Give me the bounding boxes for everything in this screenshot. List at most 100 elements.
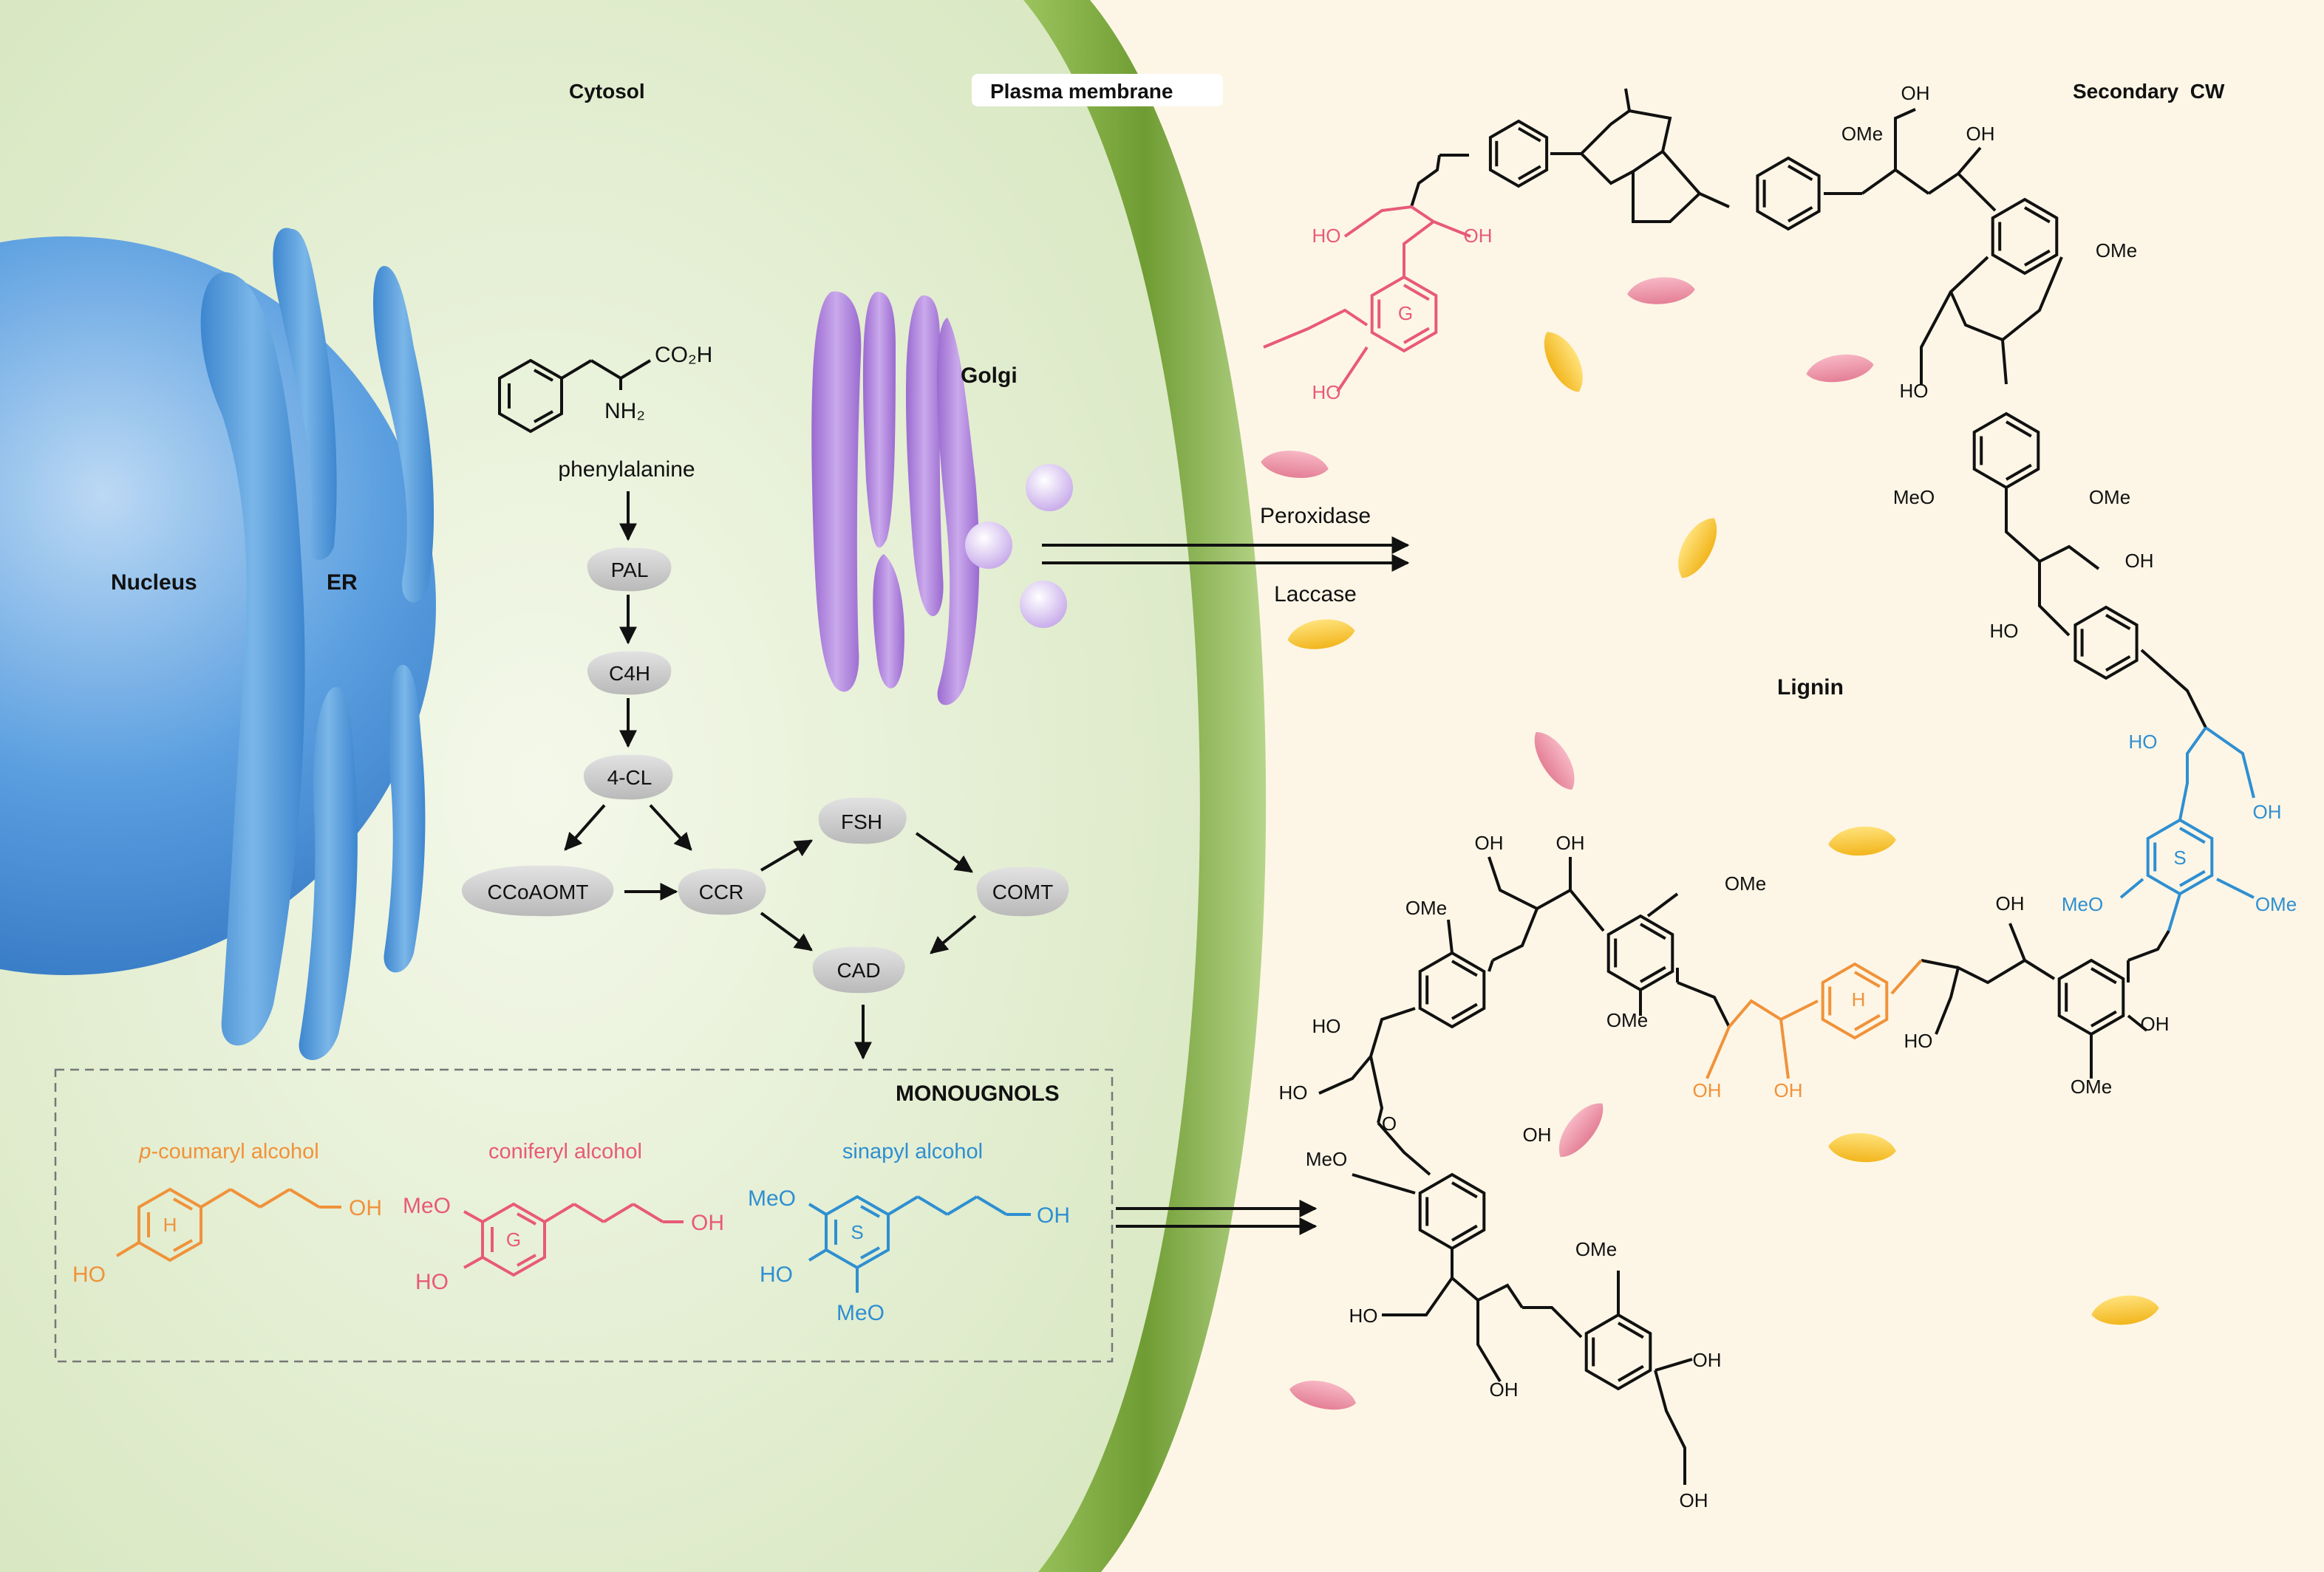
- bond: [1677, 981, 1731, 1028]
- h-ring: [1821, 962, 1889, 1040]
- double-bond: [1451, 1002, 1478, 1020]
- benzene-ring: [1756, 156, 1821, 231]
- double-bond: [1618, 1322, 1644, 1339]
- group-label: HO: [1312, 225, 1341, 247]
- g-ring-label: G: [506, 1228, 521, 1251]
- enzyme-ccoaomt: CCoAOMT: [461, 865, 614, 917]
- bond: [1439, 152, 1581, 157]
- double-bond: [1854, 971, 1881, 988]
- double-bond: [1518, 165, 1541, 181]
- group-label: OH: [1556, 832, 1585, 854]
- double-bond: [1403, 327, 1430, 344]
- enzyme-fsh-label: FSH: [841, 810, 882, 833]
- secondary-cw-label: Secondary CW: [2073, 80, 2225, 103]
- bond: [1580, 88, 1730, 223]
- vesicle: [1020, 581, 1067, 628]
- enzyme-4cl: 4-CL: [583, 754, 673, 800]
- bond: [2127, 929, 2170, 962]
- double-bond: [2105, 655, 2131, 672]
- group-label: OMe: [1841, 123, 1883, 145]
- double-bond: [1451, 1181, 1478, 1199]
- group-label: OMe: [1606, 1009, 1648, 1031]
- bond: [2005, 488, 2100, 637]
- group-label: OMe: [2089, 486, 2130, 508]
- group-label: OH: [2125, 550, 2154, 572]
- group-label: HO: [1990, 620, 2019, 642]
- group-label: OH: [1475, 832, 1504, 854]
- plasma-membrane-label-bg: [972, 74, 1223, 106]
- double-bond: [2090, 1010, 2117, 1028]
- bond: [2119, 726, 2255, 932]
- bond: [2140, 649, 2207, 728]
- enzyme-cad: CAD: [812, 946, 905, 994]
- group-label: HO: [2129, 731, 2158, 753]
- p-coumaryl-alcohol-structure: [115, 1187, 341, 1262]
- enzyme-pal-label: PAL: [611, 558, 649, 581]
- group-label: OH: [1966, 123, 1995, 145]
- meo-group: MeO: [403, 1194, 451, 1218]
- s-unit-label: S: [2173, 847, 2186, 869]
- double-bond: [1451, 1224, 1478, 1242]
- enzyme-fsh: FSH: [818, 797, 907, 844]
- group-label: HO: [1904, 1030, 1933, 1052]
- double-bond: [1518, 126, 1541, 143]
- double-bond: [1618, 1364, 1644, 1382]
- group-label: OMe: [1575, 1238, 1617, 1260]
- group-label: OH: [1901, 82, 1930, 104]
- ho-group: HO: [72, 1262, 106, 1287]
- group-label: MeO: [1893, 486, 1935, 508]
- h-ring-label: H: [163, 1214, 177, 1236]
- benzene-ring: [1488, 119, 1549, 188]
- group-label: OH: [2141, 1013, 2170, 1035]
- bond: [1488, 856, 1679, 1016]
- h-unit-label: H: [1852, 988, 1866, 1011]
- lignin-polymer: [1318, 88, 2207, 1485]
- double-bond: [2090, 967, 2117, 985]
- enzyme-ccoaomt-label: CCoAOMT: [488, 881, 589, 903]
- bond: [1263, 205, 1471, 393]
- benzene-ring: [1991, 197, 2059, 276]
- group-label: OH: [1464, 225, 1493, 247]
- double-bond: [1403, 284, 1430, 301]
- group-label: OH: [1693, 1079, 1722, 1101]
- phenylalanine-structure: [498, 358, 652, 434]
- plasma-membrane: [1023, 0, 1267, 1572]
- group-label: O: [1382, 1113, 1397, 1135]
- lignin-label: Lignin: [1777, 675, 1844, 700]
- group-label: OH: [1490, 1378, 1519, 1401]
- double-bond: [2179, 827, 2206, 844]
- plasma-membrane-label: Plasma membrane: [990, 80, 1173, 103]
- bond: [1921, 923, 2148, 1079]
- ho-group: HO: [415, 1270, 449, 1294]
- group-label: MeO: [2062, 893, 2103, 915]
- group-label: OMe: [1405, 897, 1447, 919]
- group-label: HO: [1312, 1015, 1341, 1037]
- double-bond: [2105, 613, 2131, 631]
- enzyme-ccr-label: CCR: [699, 881, 744, 903]
- enzyme-cad-label: CAD: [836, 959, 880, 982]
- lignin-s-unit: [2119, 726, 2255, 932]
- double-bond: [2024, 249, 2051, 267]
- endoplasmic-reticulum: [200, 228, 435, 1060]
- group-label: OH: [1680, 1489, 1708, 1511]
- double-bond: [1788, 164, 1813, 182]
- golgi-label: Golgi: [961, 363, 1018, 388]
- bond: [1352, 1121, 1524, 1383]
- double-bond: [1788, 205, 1813, 223]
- double-bond: [2006, 463, 2032, 481]
- group-label: OH: [1996, 892, 2025, 915]
- enzyme-ccr: CCR: [678, 868, 766, 915]
- monolignols-title: MONOUGNOLS: [896, 1081, 1060, 1106]
- enzyme-pal: PAL: [587, 547, 672, 592]
- lignin-h-unit: [1705, 959, 1923, 1079]
- s-ring-label: S: [851, 1221, 863, 1243]
- vesicle: [1026, 464, 1073, 511]
- group-label: HO: [1349, 1305, 1378, 1327]
- oh-group: OH: [349, 1196, 382, 1220]
- amine-group: NH₂: [604, 399, 645, 423]
- group-label: MeO: [1306, 1148, 1347, 1170]
- bond: [1920, 256, 2063, 385]
- double-bond: [1451, 960, 1478, 977]
- cytosol-label: Cytosol: [569, 80, 645, 103]
- enzyme-4cl-label: 4-CL: [607, 766, 652, 789]
